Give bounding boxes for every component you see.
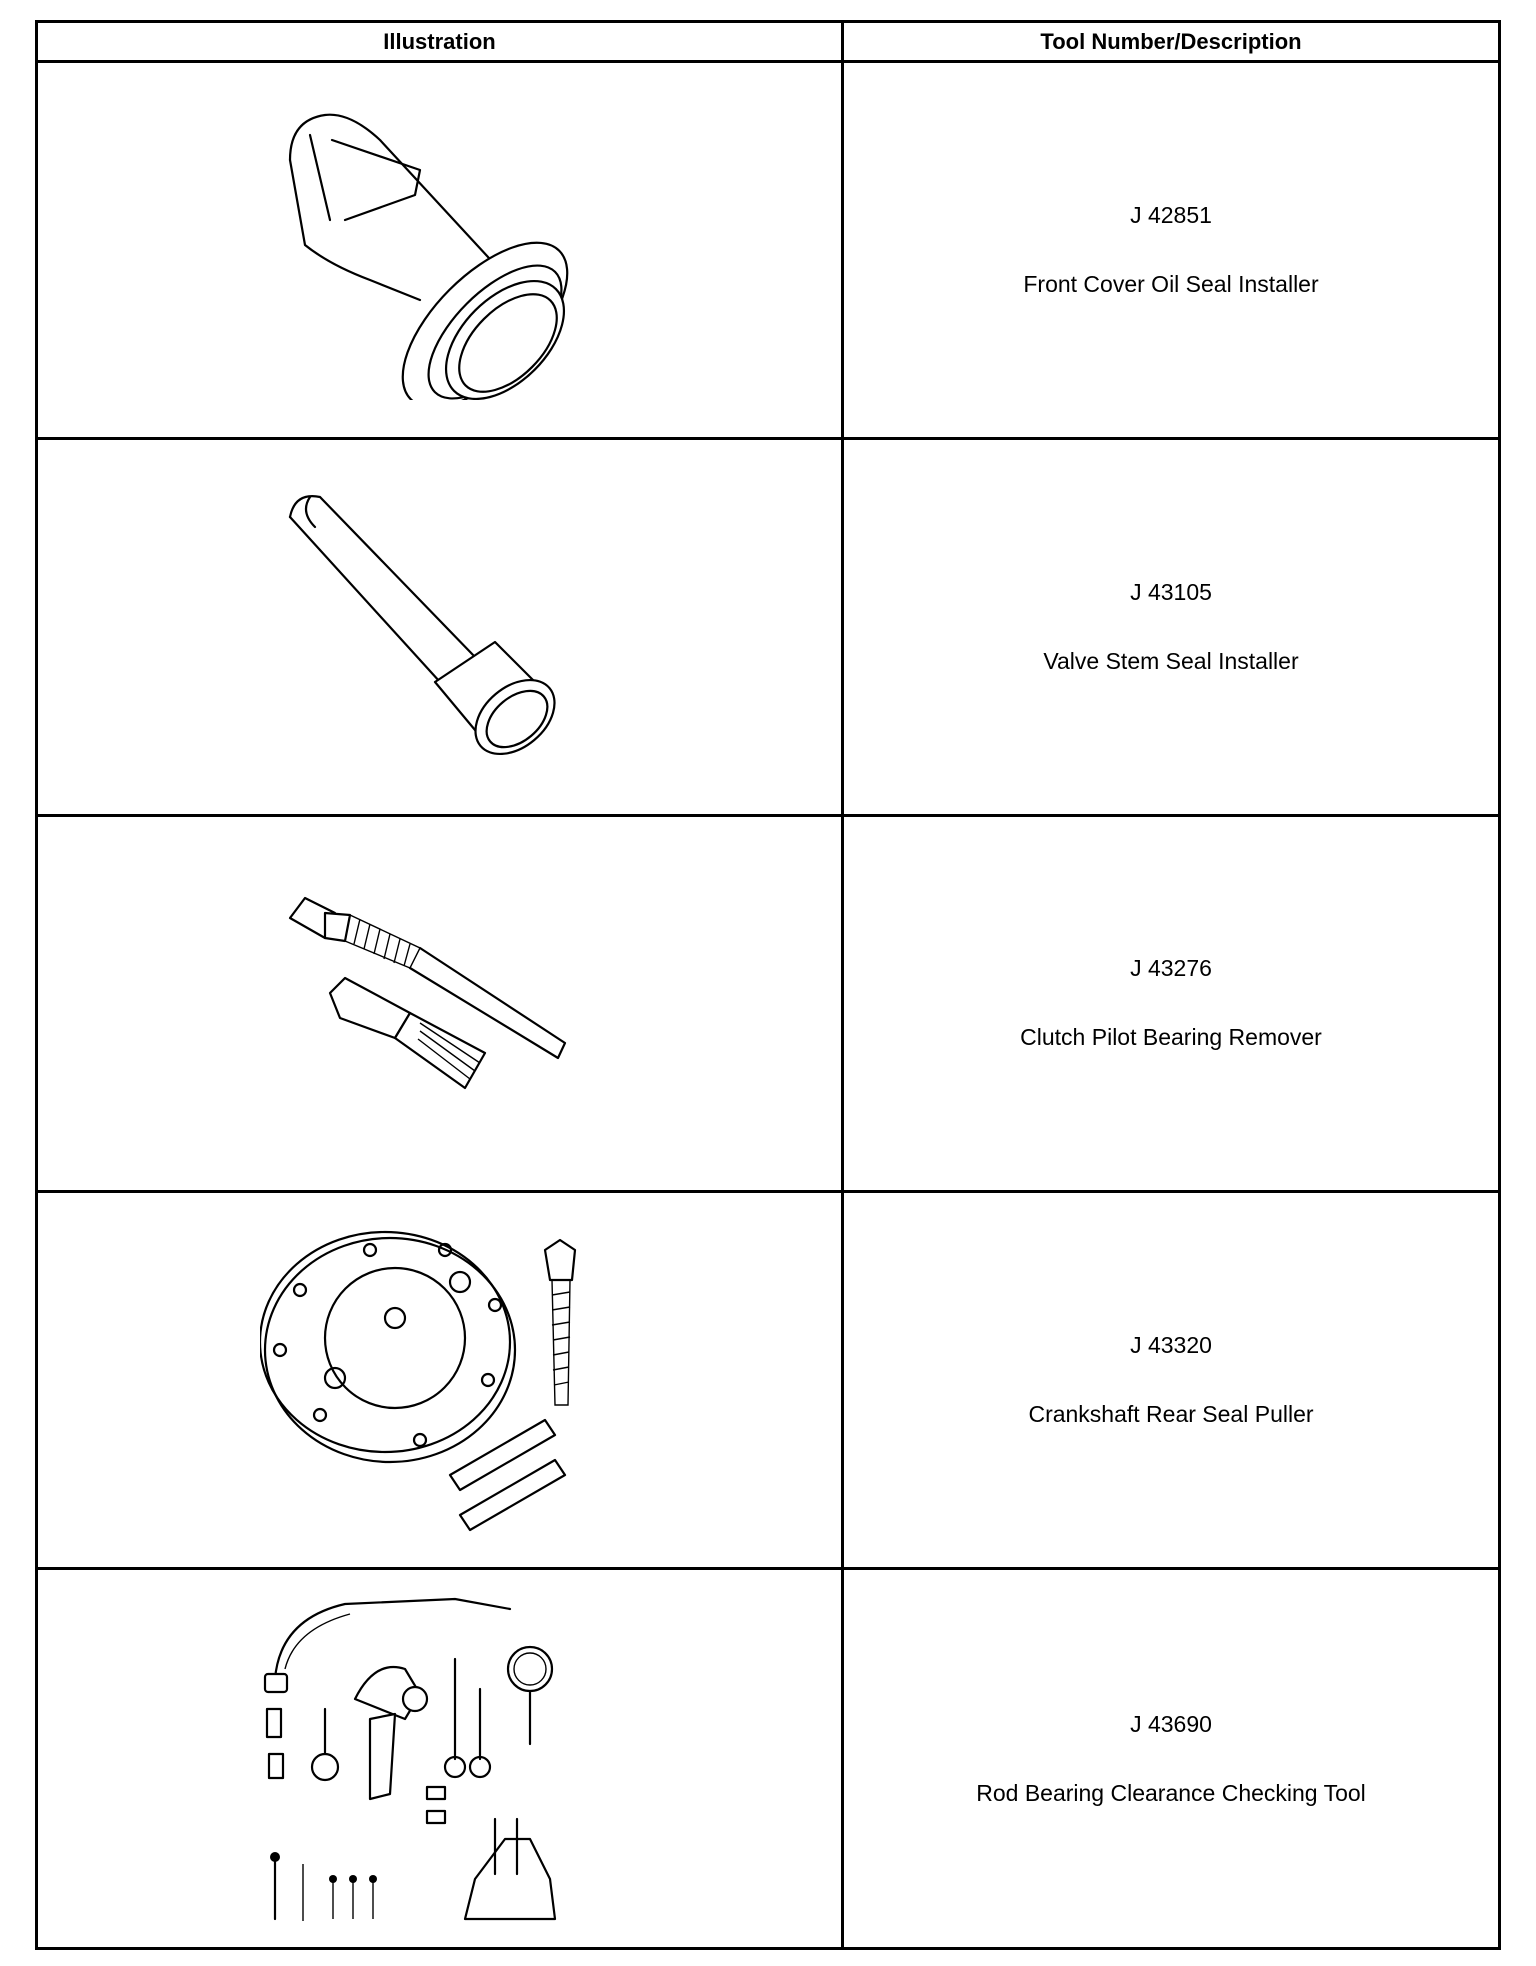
illustration-cell	[38, 439, 844, 817]
tool-number: J 42851	[1130, 201, 1212, 228]
tool-description: Rod Bearing Clearance Checking Tool	[976, 1779, 1366, 1806]
illustration-cell	[38, 1570, 844, 1947]
tool-description-cell: J 43320 Crankshaft Rear Seal Puller	[844, 1193, 1498, 1571]
illustration-cell	[38, 1193, 844, 1571]
tool-description: Front Cover Oil Seal Installer	[1023, 270, 1319, 297]
seal-puller-icon	[259, 1231, 576, 1532]
header-tool-description: Tool Number/Description	[844, 23, 1498, 63]
tool-description-cell: J 42851 Front Cover Oil Seal Installer	[844, 63, 1498, 440]
illustration-cell	[38, 63, 844, 440]
tool-number: J 43105	[1130, 578, 1212, 605]
tool-description: Clutch Pilot Bearing Remover	[1020, 1024, 1322, 1051]
tool-description: Valve Stem Seal Installer	[1043, 647, 1299, 674]
illustration-cell	[38, 816, 844, 1194]
tool-number: J 43320	[1130, 1332, 1212, 1359]
tool-description-cell: J 43105 Valve Stem Seal Installer	[844, 440, 1498, 817]
tool-description-cell: J 43690 Rod Bearing Clearance Checking T…	[844, 1570, 1498, 1947]
valve-stem-installer-icon	[288, 494, 556, 755]
header-illustration: Illustration	[38, 23, 844, 63]
seal-installer-icon	[288, 113, 568, 400]
tool-description-cell: J 43276 Clutch Pilot Bearing Remover	[844, 817, 1498, 1194]
tool-number: J 43276	[1130, 955, 1212, 982]
tool-table: Illustration Tool Number/Description J 4…	[35, 20, 1501, 1950]
tool-description: Crankshaft Rear Seal Puller	[1028, 1401, 1314, 1428]
tool-number: J 43690	[1130, 1710, 1212, 1737]
clearance-tool-kit-icon	[263, 1597, 556, 1921]
bearing-remover-icon	[288, 897, 566, 1090]
